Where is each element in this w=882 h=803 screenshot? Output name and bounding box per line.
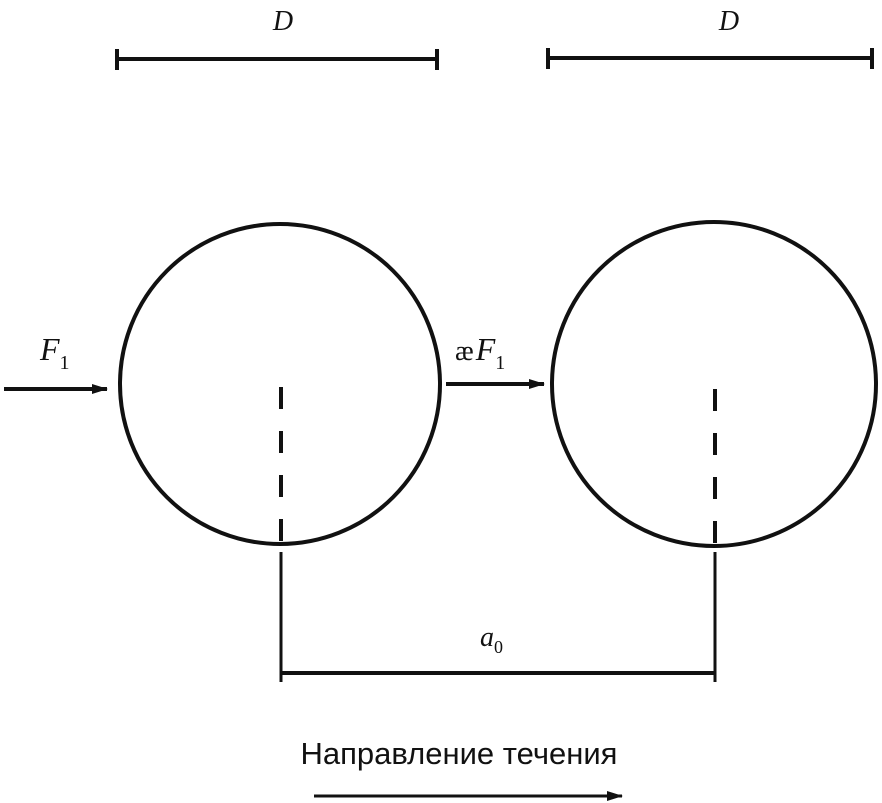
- dimension-d-left: D: [115, 6, 439, 70]
- force-between-prefix: æ: [455, 336, 474, 367]
- force-incoming-symbol: F: [39, 331, 60, 367]
- spacing-symbol: a: [480, 622, 494, 653]
- cylinder-right: [550, 220, 878, 548]
- force-between-subscript: 1: [495, 352, 505, 374]
- dimension-spacing: a0: [281, 622, 715, 675]
- dimension-d-right: D: [546, 6, 874, 69]
- force-arrow-between: æF1: [446, 331, 545, 389]
- force-incoming-subscript: 1: [60, 352, 70, 374]
- flow-direction-caption: Направление течения: [301, 736, 618, 771]
- dimension-d-left-label: D: [272, 6, 293, 37]
- dimension-d-right-label: D: [718, 6, 739, 37]
- force-incoming-label: F1: [39, 331, 70, 374]
- spacing-subscript: 0: [494, 637, 503, 657]
- spacing-label: a0: [480, 622, 503, 657]
- force-between-label: æF1: [455, 331, 505, 374]
- cylinder-left: [118, 222, 442, 546]
- force-between-symbol: F: [475, 331, 496, 367]
- flow-direction: Направление течения: [301, 736, 623, 801]
- force-arrow-incoming: F1: [4, 331, 108, 394]
